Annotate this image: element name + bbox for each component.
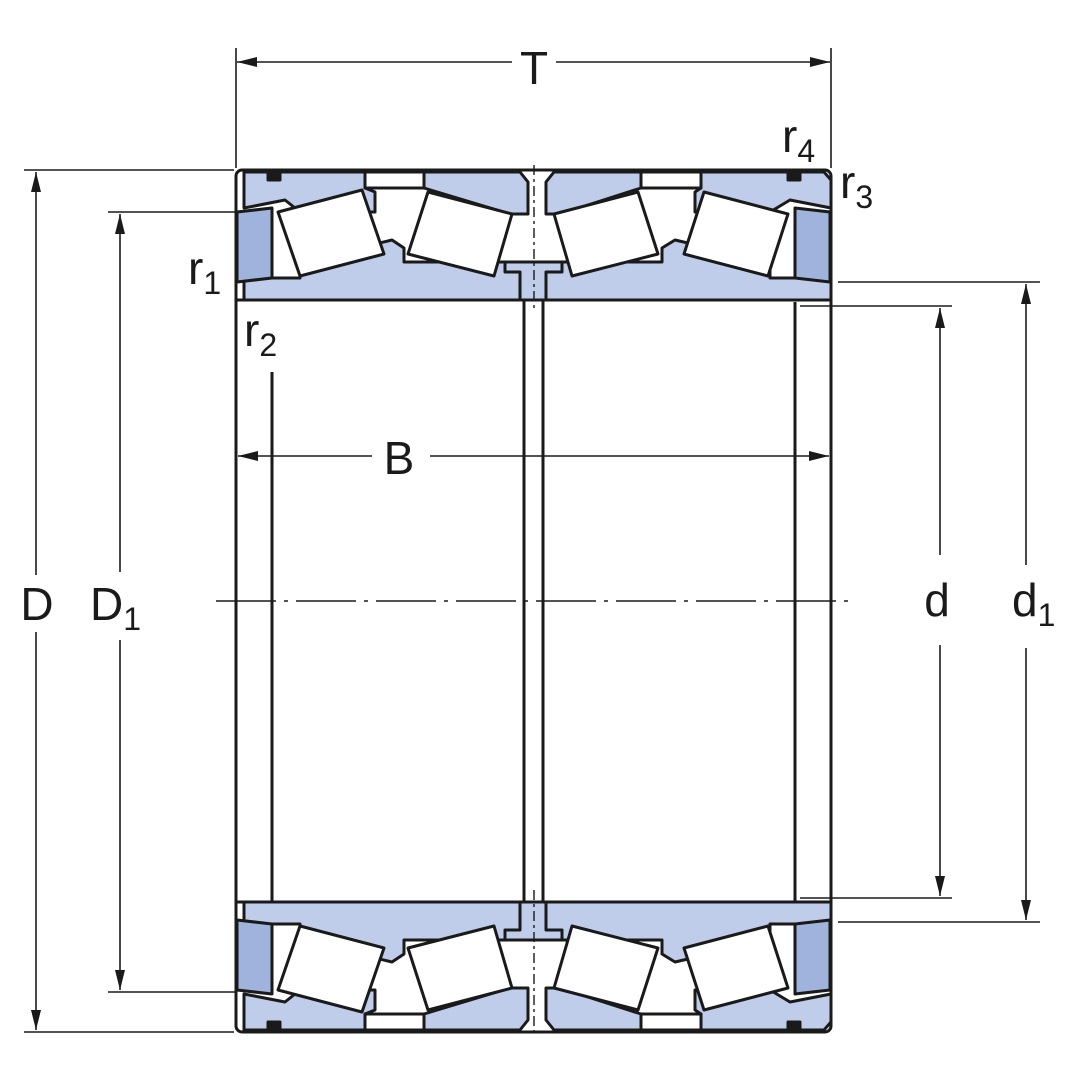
label-B: B — [384, 432, 415, 484]
bottom-section — [235, 900, 833, 1032]
dimension-lines — [24, 48, 1040, 1033]
top-section — [235, 170, 833, 302]
label-T: T — [520, 42, 548, 94]
bottom-right-seal — [793, 918, 832, 996]
bottom-roller-3 — [552, 924, 660, 1012]
top-left-seal — [235, 206, 274, 284]
bottom-spacer-1 — [363, 1012, 426, 1032]
dimension-labels: T r4 r3 r1 r2 B D D1 d d1 — [20, 42, 1055, 637]
bottom-groove-left — [266, 1020, 282, 1032]
bottom-roller-1 — [276, 924, 386, 1014]
label-d: d — [924, 574, 950, 626]
top-spacer-2 — [639, 170, 703, 190]
bottom-roller-4 — [682, 924, 790, 1012]
label-D: D — [20, 578, 53, 630]
bottom-roller-2 — [406, 924, 514, 1012]
top-roller-1 — [276, 188, 386, 278]
top-right-seal — [793, 206, 832, 284]
top-groove-left — [266, 170, 282, 182]
top-roller-4 — [682, 190, 790, 278]
label-D1: D1 — [90, 578, 141, 637]
bottom-spacer-2 — [639, 1012, 703, 1032]
bottom-left-seal — [235, 918, 274, 996]
top-spacer-1 — [363, 170, 426, 190]
label-r4: r4 — [782, 110, 815, 169]
label-r2: r2 — [244, 304, 277, 363]
label-r1: r1 — [188, 242, 221, 301]
bearing-body — [234, 168, 833, 1034]
top-roller-3 — [552, 190, 660, 278]
label-d1: d1 — [1012, 574, 1055, 633]
top-roller-2 — [406, 190, 514, 278]
bottom-groove-right — [786, 1020, 802, 1032]
top-groove-right — [786, 170, 802, 182]
label-r3: r3 — [840, 156, 873, 215]
